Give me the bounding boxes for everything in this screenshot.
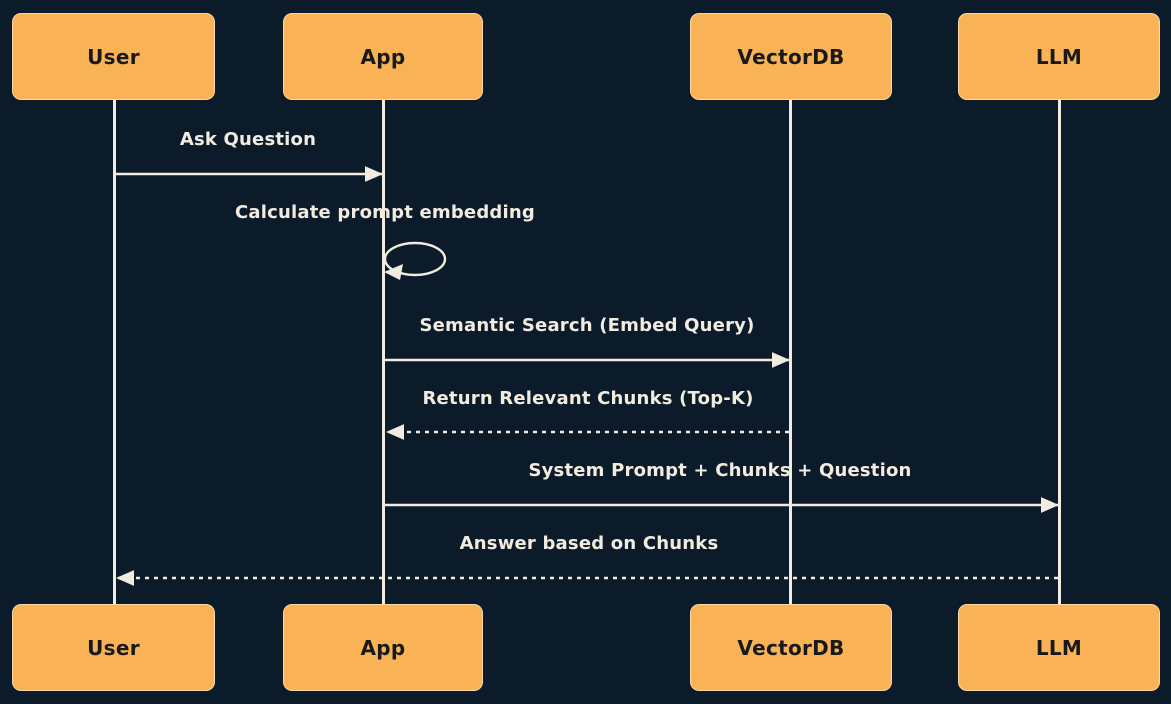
- actor-label-user-bottom: User: [87, 635, 140, 660]
- actor-box-user-bottom: User: [12, 604, 215, 691]
- message-label-system-prompt: System Prompt + Chunks + Question: [528, 460, 912, 481]
- actor-box-llm-top: LLM: [958, 13, 1160, 100]
- lifeline-vectordb: [789, 100, 792, 605]
- actor-label-vectordb-top: VectorDB: [737, 44, 845, 69]
- actor-box-user-top: User: [12, 13, 215, 100]
- actor-label-user-top: User: [87, 44, 140, 69]
- message-label-ask-question: Ask Question: [179, 129, 317, 150]
- actor-box-vectordb-bottom: VectorDB: [690, 604, 892, 691]
- lifeline-llm: [1058, 100, 1061, 605]
- message-label-semantic-search: Semantic Search (Embed Query): [419, 315, 755, 336]
- actor-label-vectordb-bottom: VectorDB: [737, 635, 845, 660]
- actor-label-llm-bottom: LLM: [1035, 635, 1083, 660]
- self-loop-calculate-prompt-embedding: [383, 241, 447, 277]
- message-label-calculate-prompt-embedding: Calculate prompt embedding: [235, 202, 535, 223]
- actor-box-llm-bottom: LLM: [958, 604, 1160, 691]
- actor-box-vectordb-top: VectorDB: [690, 13, 892, 100]
- actor-label-llm-top: LLM: [1035, 44, 1083, 69]
- actor-box-app-bottom: App: [283, 604, 483, 691]
- lifeline-app: [382, 100, 385, 605]
- message-label-answer-based-on-chunks: Answer based on Chunks: [459, 533, 719, 554]
- self-loop-arrowhead: [384, 264, 403, 280]
- lifeline-user: [113, 100, 116, 605]
- actor-label-app-bottom: App: [360, 635, 406, 660]
- message-label-return-relevant-chunks: Return Relevant Chunks (Top-K): [422, 388, 754, 409]
- actor-label-app-top: App: [360, 44, 406, 69]
- actor-box-app-top: App: [283, 13, 483, 100]
